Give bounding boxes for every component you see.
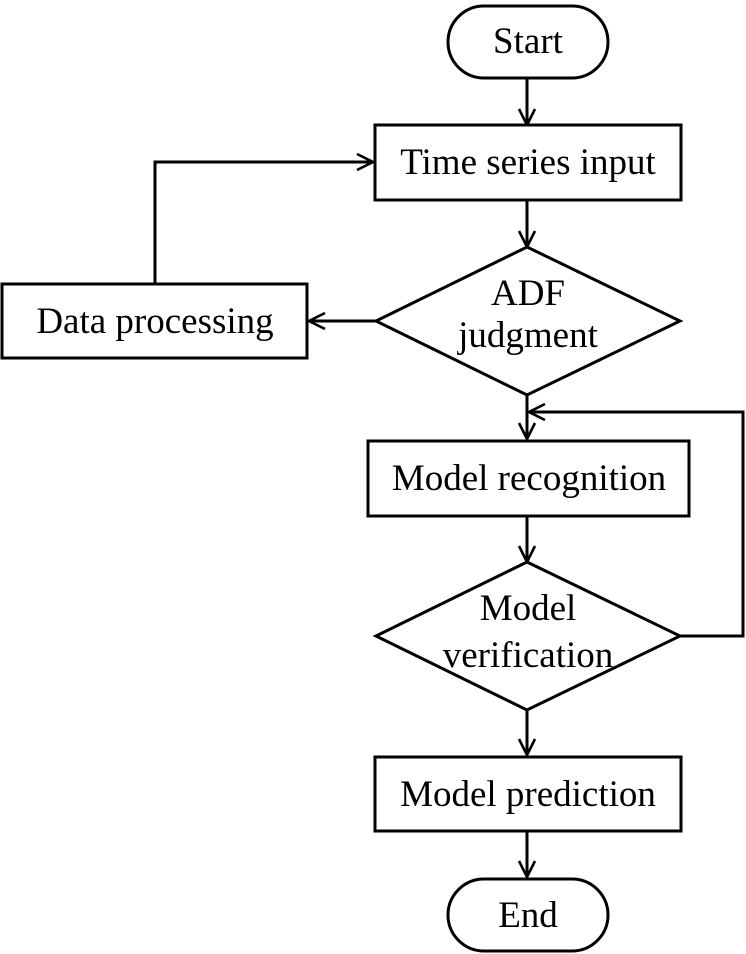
- model-verification-node: Model verification: [372, 560, 684, 712]
- start-node: Start: [446, 4, 610, 80]
- adf-judgment-node: ADF judgment: [372, 245, 684, 397]
- adf-judgment-label-line1: ADF: [491, 273, 565, 314]
- model-prediction-label: Model prediction: [400, 774, 656, 815]
- model-recognition-label: Model recognition: [392, 458, 666, 499]
- time-series-input-node: Time series input: [373, 123, 683, 202]
- edge-verification-feedback-to-recognition: [529, 412, 745, 638]
- edge-data-processing-to-input: [153, 162, 373, 284]
- model-verification-label-line1: Model: [480, 588, 577, 629]
- start-label: Start: [493, 21, 564, 62]
- model-verification-label-line2: verification: [443, 635, 614, 676]
- end-label: End: [498, 895, 558, 936]
- model-recognition-node: Model recognition: [366, 439, 691, 518]
- data-processing-label: Data processing: [36, 301, 273, 342]
- model-prediction-node: Model prediction: [373, 755, 683, 833]
- end-node: End: [446, 877, 610, 953]
- adf-judgment-label-line2: judgment: [456, 315, 598, 356]
- time-series-input-label: Time series input: [400, 142, 656, 183]
- data-processing-node: Data processing: [0, 282, 309, 360]
